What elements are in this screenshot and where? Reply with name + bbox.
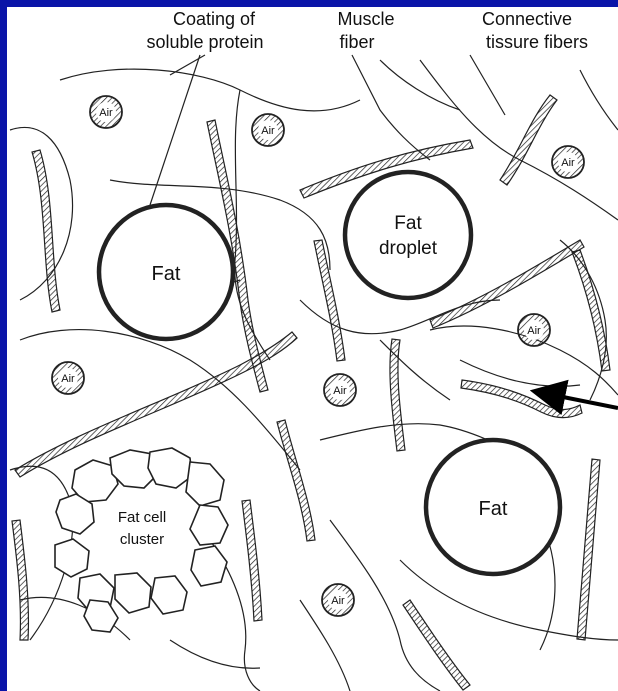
coating-label-line1: Coating of — [173, 9, 256, 29]
fat-cell-cluster-label-line1: Fat cell — [118, 509, 166, 526]
air-label: Air — [99, 107, 113, 119]
coating-label-line2: soluble protein — [146, 32, 263, 52]
air-bubble: Air — [324, 374, 356, 406]
muscle-label-line1: Muscle — [337, 9, 394, 29]
fat-droplet-label-line2: droplet — [379, 238, 438, 259]
air-bubble: Air — [252, 114, 284, 146]
fat-cell-cluster-label-line2: cluster — [120, 531, 164, 548]
fat-label-left: Fat — [152, 263, 181, 285]
air-bubble: Air — [322, 584, 354, 616]
air-label: Air — [333, 385, 347, 397]
air-label: Air — [331, 595, 345, 607]
fat-label-right: Fat — [479, 498, 508, 520]
air-label: Air — [527, 325, 541, 337]
air-label: Air — [261, 125, 275, 137]
muscle-label-line2: fiber — [339, 32, 374, 52]
fat-droplet — [345, 172, 471, 298]
fat-droplet-label-line1: Fat — [394, 213, 422, 234]
air-bubble: Air — [90, 96, 122, 128]
connective-label-line1: Connective — [482, 9, 572, 29]
air-bubble: Air — [552, 146, 584, 178]
air-bubble: Air — [518, 314, 550, 346]
air-bubble: Air — [52, 362, 84, 394]
air-label: Air — [561, 157, 575, 169]
air-label: Air — [61, 373, 75, 385]
connective-label-line2: tissure fibers — [486, 32, 588, 52]
